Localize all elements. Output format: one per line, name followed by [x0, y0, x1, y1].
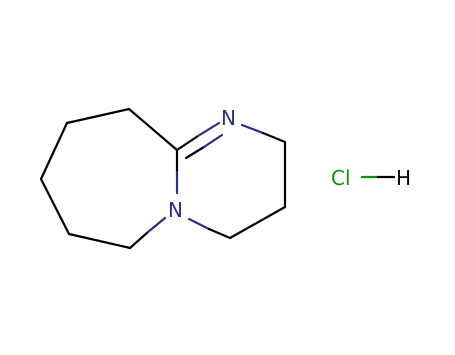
pyrimidine-ring [228, 140, 287, 240]
atom-label-n-imine: N [221, 106, 236, 130]
heteroatom-bonds [128, 121, 287, 250]
bond-n-c2-blue [240, 123, 265, 135]
bond-n-c4-black [207, 227, 232, 240]
atom-label-n-amine: N [168, 198, 183, 222]
bond-c6-n-blue [146, 216, 167, 234]
bond-c11-c9 [65, 107, 131, 125]
bond-c9-c8 [39, 121, 69, 181]
atom-label-hydrogen: H [396, 166, 411, 190]
azepane-ring [39, 107, 179, 250]
bond-c3-c4 [228, 205, 287, 240]
bond-c10-n-double-a-blue [196, 121, 221, 138]
bond-c10-n-double-b-black [184, 145, 206, 160]
bond-c6-n-black [128, 230, 150, 250]
bond-n-c2-black [261, 131, 287, 144]
atom-label-chlorine: Cl [331, 166, 351, 190]
bond-n-c4-blue [187, 217, 211, 231]
bond-c10-n-double-b-blue [202, 133, 224, 149]
bond-c7-c6 [67, 232, 132, 250]
bond-c10-n-double-a-black [175, 134, 200, 152]
bond-c10-c11 [127, 107, 179, 152]
bond-c8-c7 [39, 177, 71, 236]
